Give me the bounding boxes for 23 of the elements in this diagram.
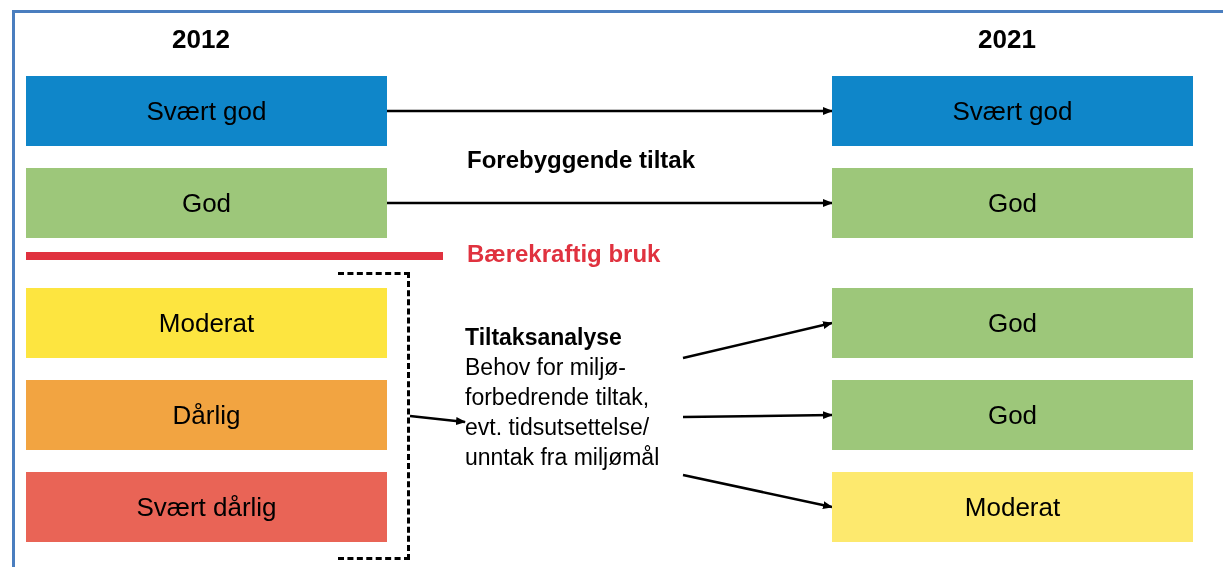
arrow bbox=[387, 199, 833, 207]
node-text: Behov for miljø- forbedrende tiltak, evt. tidsutsettelse/ unntak fra miljømål bbox=[465, 353, 661, 472]
arrow bbox=[683, 411, 833, 420]
status-box: Svært god bbox=[26, 76, 387, 146]
status-box: God bbox=[832, 288, 1193, 358]
dashed-bracket bbox=[338, 272, 410, 560]
status-box: God bbox=[832, 168, 1193, 238]
status-box: Moderat bbox=[832, 472, 1193, 542]
section-label: Bærekraftig bruk bbox=[467, 239, 661, 269]
status-box: Moderat bbox=[26, 288, 387, 358]
year-heading: 2012 bbox=[172, 23, 230, 56]
arrow bbox=[409, 414, 466, 425]
arrow bbox=[682, 321, 833, 360]
node-heading: Tiltaksanalyse bbox=[465, 323, 623, 352]
status-box: Svært dårlig bbox=[26, 472, 387, 542]
status-box: God bbox=[832, 380, 1193, 450]
year-heading: 2021 bbox=[978, 23, 1036, 56]
status-box: God bbox=[26, 168, 387, 238]
arrow bbox=[682, 473, 833, 509]
section-label: Forebyggende tiltak bbox=[467, 145, 696, 175]
status-box: Dårlig bbox=[26, 380, 387, 450]
status-box: Svært god bbox=[832, 76, 1193, 146]
arrow bbox=[387, 107, 833, 115]
